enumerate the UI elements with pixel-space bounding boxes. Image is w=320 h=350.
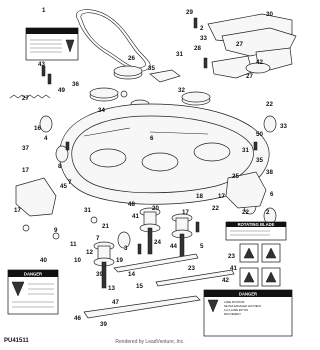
callout: 40 <box>40 257 47 264</box>
tension-spring <box>9 94 51 99</box>
deck-baffles <box>15 171 267 217</box>
callout: 50 <box>256 131 263 138</box>
callout: 20 <box>152 205 159 212</box>
callout: 47 <box>112 299 119 306</box>
belt-shield-covers <box>207 13 297 79</box>
hardware-fasteners <box>22 17 258 255</box>
callout: 41 <box>230 265 237 272</box>
callout: 22 <box>242 209 249 216</box>
callout: 18 <box>196 193 203 200</box>
callout: 49 <box>58 87 65 94</box>
svg-text:SI LA LAME EST EN: SI LA LAME EST EN <box>224 308 248 312</box>
callout: 38 <box>266 169 273 176</box>
mower-deck-exploded-diagram: ROTATING BLADE DANGER LAME ROTATIVE NE P… <box>7 7 297 337</box>
callout: 16 <box>34 125 41 132</box>
callout: 17 <box>218 193 225 200</box>
callout: 17 <box>182 209 189 216</box>
callout: 10 <box>74 257 81 264</box>
figure-id: PU41511 <box>4 338 29 344</box>
callout: 34 <box>98 107 105 114</box>
pictogram-decals <box>239 243 281 287</box>
svg-text:DANGER: DANGER <box>239 292 257 297</box>
callout: 28 <box>194 45 201 52</box>
callout: 44 <box>170 243 177 250</box>
callout: 22 <box>266 101 273 108</box>
callout: 15 <box>136 283 143 290</box>
callout: 5 <box>200 243 204 250</box>
callout: 30 <box>266 11 273 18</box>
callout: 7 <box>68 179 72 186</box>
callout: 6 <box>270 191 274 198</box>
decal-danger-left: DANGER <box>7 269 59 315</box>
callout: 21 <box>102 223 109 230</box>
callout: 42 <box>222 277 229 284</box>
callout: 13 <box>108 285 115 292</box>
callout: 35 <box>256 157 263 164</box>
callout: 36 <box>72 81 79 88</box>
callout: 2 <box>200 25 204 32</box>
render-credit: Rendered by LeadVenture, Inc. <box>115 339 185 345</box>
callout: 26 <box>128 55 135 62</box>
callout: 31 <box>176 51 183 58</box>
callout: 46 <box>74 315 81 322</box>
callout: 48 <box>128 201 135 208</box>
spindle-assemblies <box>93 207 193 289</box>
svg-text:ROTATING BLADE: ROTATING BLADE <box>238 222 275 227</box>
callout: 37 <box>22 145 29 152</box>
callout: 33 <box>280 123 287 130</box>
callout: 29 <box>186 9 193 16</box>
callout: 6 <box>150 135 154 142</box>
callout: 8 <box>58 163 62 170</box>
callout: 39 <box>100 321 107 328</box>
callout: 24 <box>154 239 161 246</box>
decal-rotating-blade: ROTATING BLADE <box>225 221 287 241</box>
mower-blades <box>83 253 235 319</box>
mower-deck-housing <box>59 103 270 205</box>
callout: 17 <box>14 207 21 214</box>
svg-text:MOUVEMENT: MOUVEMENT <box>224 312 241 316</box>
callout: 41 <box>132 213 139 220</box>
callout: 31 <box>84 207 91 214</box>
callout: 3 <box>124 245 128 252</box>
callout: 14 <box>128 271 135 278</box>
warning-decal-top-left <box>25 27 79 61</box>
callout: 42 <box>256 59 263 66</box>
callout: 23 <box>188 265 195 272</box>
callout: 31 <box>242 147 249 154</box>
callout: 27 <box>22 95 29 102</box>
callout: 17 <box>22 167 29 174</box>
callout: 33 <box>200 35 207 42</box>
callout: 27 <box>246 73 253 80</box>
callout: 45 <box>60 183 67 190</box>
callout: 22 <box>212 205 219 212</box>
callout-labels: 1 29 30 2 33 28 27 43 36 26 31 35 42 27 … <box>14 7 287 328</box>
callout: 23 <box>228 253 235 260</box>
callout: 32 <box>178 87 185 94</box>
callout: 12 <box>86 249 93 256</box>
parts-diagram-stage: ROTATING BLADE DANGER LAME ROTATIVE NE P… <box>4 7 297 345</box>
callout: 35 <box>148 65 155 72</box>
svg-text:NE PAS ENGAGER LES PIEDS: NE PAS ENGAGER LES PIEDS <box>224 304 261 308</box>
callout: 27 <box>236 41 243 48</box>
callout: 43 <box>38 61 45 68</box>
drive-belt <box>76 9 151 72</box>
svg-text:DANGER: DANGER <box>24 272 42 277</box>
callout: 25 <box>232 173 239 180</box>
callout: 11 <box>70 241 77 248</box>
callout: 4 <box>44 135 48 142</box>
callout: 1 <box>42 7 46 14</box>
svg-text:LAME ROTATIVE: LAME ROTATIVE <box>224 300 245 304</box>
callout: 39 <box>96 271 103 278</box>
callout: 2 <box>266 209 270 216</box>
callout: 7 <box>96 235 100 242</box>
idler-pulleys <box>89 65 211 109</box>
callout: 9 <box>54 227 58 234</box>
callout: 19 <box>116 257 123 264</box>
decal-danger-french: DANGER LAME ROTATIVE NE PAS ENGAGER LES … <box>203 289 293 337</box>
